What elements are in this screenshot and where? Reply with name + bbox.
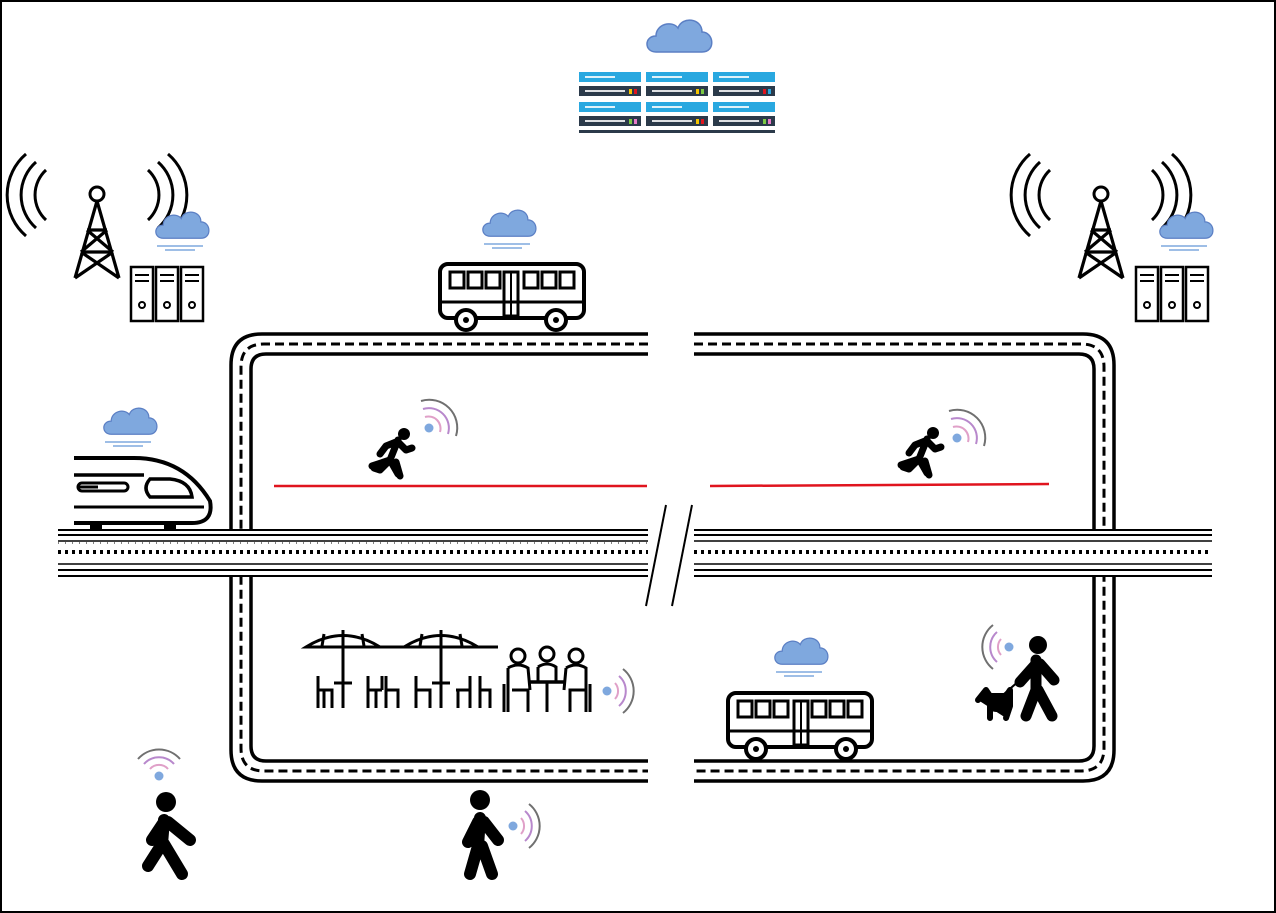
left-edge-cloud-icon [155, 211, 210, 251]
walk-path-right [709, 482, 1050, 488]
bottom-bus-cloud-icon [774, 637, 829, 677]
left-edge-server-icon [131, 267, 203, 321]
central-server-rack-icon [579, 72, 775, 133]
outdoor-cafe-icon [300, 630, 498, 708]
high-speed-train-icon [74, 456, 213, 529]
right-edge-cloud-icon [1159, 211, 1214, 251]
top-bus-cloud-icon [482, 209, 537, 249]
walker-bottom-center-icon [462, 790, 504, 880]
person-walking-dog-icon [975, 636, 1060, 722]
train-cloud-icon [103, 407, 158, 447]
railway-right [694, 529, 1212, 577]
seated-people-icon [502, 645, 592, 712]
walker-bottom-left-icon [142, 792, 196, 880]
railway-left [58, 529, 648, 577]
map-break-marks [645, 504, 693, 607]
right-edge-server-icon [1136, 267, 1208, 321]
